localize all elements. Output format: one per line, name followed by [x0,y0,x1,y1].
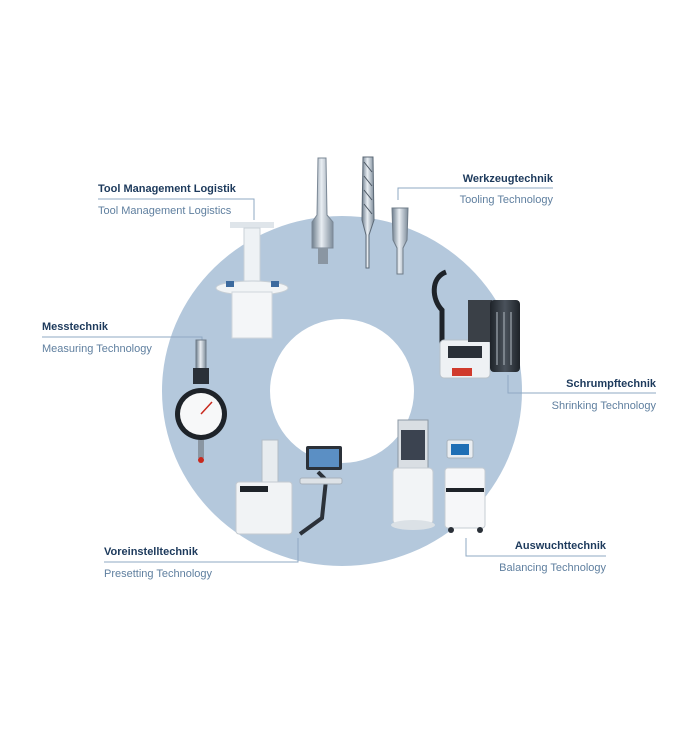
tool-storage-rack-icon [215,222,289,339]
label-en-tool-management: Tool Management Logistics [98,205,232,217]
connector-presetting [104,538,299,563]
label-de-measuring: Messtechnik [42,321,109,333]
dial-gauge-icon [175,339,227,463]
label-de-presetting: Voreinstelltechnik [104,546,199,558]
balancing-machine-icon [391,419,486,533]
presetting-device-icon [235,439,343,536]
label-en-presetting: Presetting Technology [104,568,213,580]
connector-shrinking [507,375,656,394]
label-de-tool-management: Tool Management Logistik [98,183,237,195]
label-en-balancing: Balancing Technology [499,562,606,574]
label-de-tooling: Werkzeugtechnik [463,173,554,185]
label-en-tooling: Tooling Technology [460,194,554,206]
label-de-balancing: Auswuchttechnik [515,540,607,552]
label-en-measuring: Measuring Technology [42,343,152,355]
tool-holders-icon [311,156,409,275]
connector-balancing [465,538,606,557]
label-en-shrinking: Shrinking Technology [552,400,657,412]
connector-tool-management [98,198,255,220]
shrink-machine-icon [431,269,520,379]
label-de-shrinking: Schrumpftechnik [566,378,657,390]
connector-tooling [397,187,553,200]
